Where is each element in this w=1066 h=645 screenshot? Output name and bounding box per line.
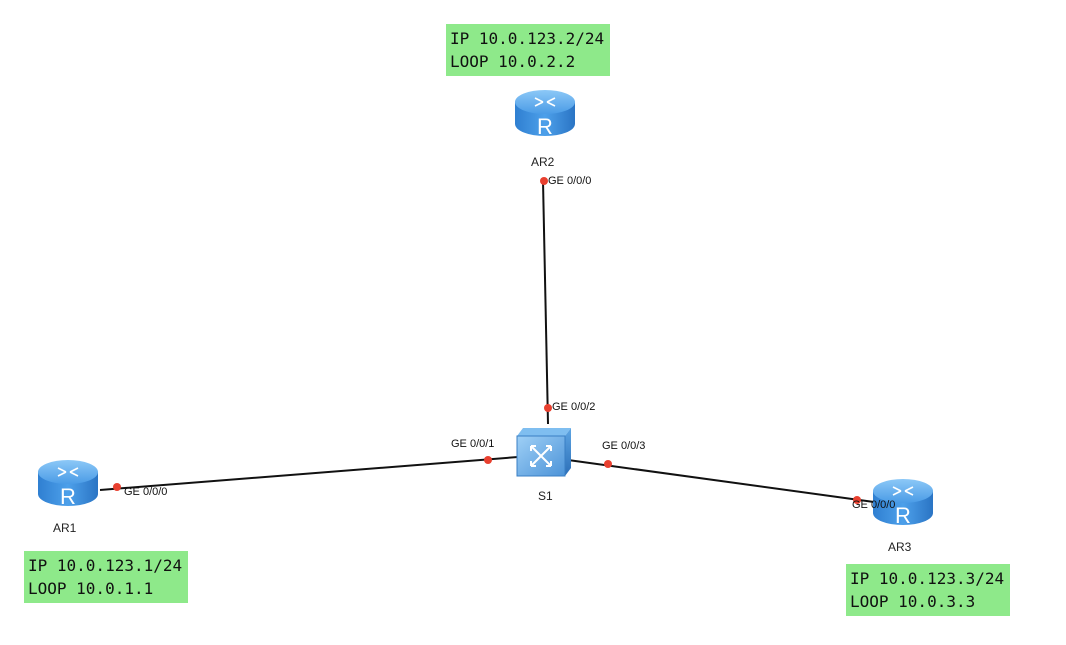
port-dot-s1-ge002[interactable] bbox=[544, 404, 552, 412]
port-label-ar3-ge000: GE 0/0/0 bbox=[852, 499, 896, 511]
port-label-s1-ge001: GE 0/0/1 bbox=[451, 438, 495, 450]
note-ar2-loop: LOOP 10.0.2.2 bbox=[450, 52, 576, 71]
note-ar1-loop: LOOP 10.0.1.1 bbox=[28, 579, 154, 598]
device-label-s1: S1 bbox=[538, 489, 553, 503]
svg-text:R: R bbox=[60, 484, 76, 509]
port-label-ar1-ge000: GE 0/0/0 bbox=[124, 486, 168, 498]
device-label-ar3: AR3 bbox=[888, 540, 912, 554]
note-ar1: IP 10.0.123.1/24 LOOP 10.0.1.1 bbox=[24, 551, 189, 603]
router-icon[interactable]: R bbox=[38, 460, 98, 509]
port-label-s1-ge002: GE 0/0/2 bbox=[552, 401, 596, 413]
link-ar2-s1[interactable] bbox=[542, 180, 549, 425]
link-s1-ar3[interactable] bbox=[567, 459, 875, 503]
device-label-ar2: AR2 bbox=[531, 155, 555, 169]
svg-text:R: R bbox=[537, 114, 553, 139]
port-dot-s1-ge003[interactable] bbox=[604, 460, 612, 468]
port-label-s1-ge003: GE 0/0/3 bbox=[602, 440, 646, 452]
note-ar1-ip: IP 10.0.123.1/24 bbox=[28, 556, 183, 575]
device-label-ar1: AR1 bbox=[53, 521, 77, 535]
note-ar2: IP 10.0.123.2/24 LOOP 10.0.2.2 bbox=[446, 24, 611, 76]
port-dot-ar1-ge000[interactable] bbox=[113, 483, 121, 491]
note-ar3: IP 10.0.123.3/24 LOOP 10.0.3.3 bbox=[846, 564, 1011, 616]
port-dot-ar3-ge000[interactable] bbox=[853, 496, 861, 504]
svg-text:R: R bbox=[895, 503, 911, 528]
router-icon[interactable]: R bbox=[873, 479, 933, 528]
router-icon[interactable]: R bbox=[515, 90, 575, 139]
switch-icon[interactable] bbox=[516, 428, 571, 477]
port-dot-ar2-ge000[interactable] bbox=[540, 177, 548, 185]
note-ar2-ip: IP 10.0.123.2/24 bbox=[450, 29, 605, 48]
note-ar3-loop: LOOP 10.0.3.3 bbox=[850, 592, 976, 611]
note-ar3-ip: IP 10.0.123.3/24 bbox=[850, 569, 1005, 588]
port-dot-s1-ge001[interactable] bbox=[484, 456, 492, 464]
link-ar1-s1[interactable] bbox=[99, 456, 519, 491]
port-label-ar2-ge000: GE 0/0/0 bbox=[548, 175, 592, 187]
